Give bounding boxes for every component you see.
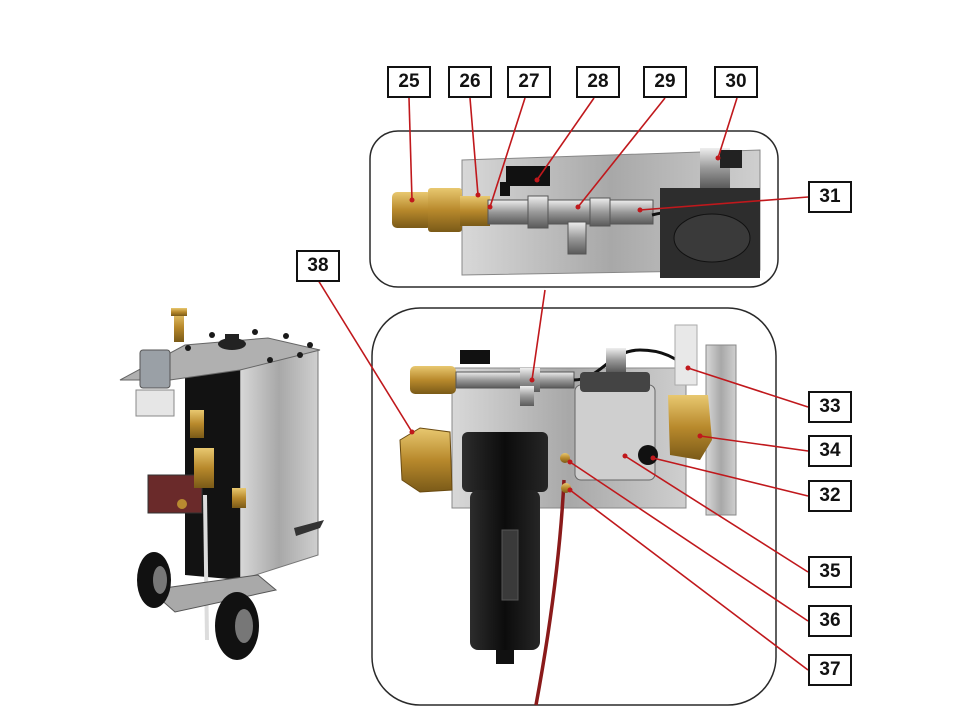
leader-connector (531, 289, 546, 381)
callout-37: 37 (808, 654, 852, 686)
callout-36: 36 (808, 605, 852, 637)
leader-31 (639, 196, 809, 211)
callout-32: 32 (808, 480, 852, 512)
callout-30: 30 (714, 66, 758, 98)
leader-28 (536, 97, 595, 181)
leader-35 (624, 455, 809, 573)
leader-37 (569, 489, 809, 671)
leader-29 (577, 97, 666, 208)
leader-34 (699, 435, 809, 452)
detail-inlet-valves (369, 130, 779, 288)
leader-tips (409, 155, 721, 493)
overview-unit (119, 308, 324, 660)
leader-33 (687, 367, 809, 408)
leader-lines (317, 97, 809, 671)
callout-34: 34 (808, 435, 852, 467)
detail-filter-assembly (371, 307, 777, 706)
callout-38: 38 (296, 250, 340, 282)
callout-35: 35 (808, 556, 852, 588)
callout-29: 29 (643, 66, 687, 98)
leader-38 (317, 279, 413, 433)
leader-32 (652, 457, 809, 497)
callout-26: 26 (448, 66, 492, 98)
callout-28: 28 (576, 66, 620, 98)
callout-33: 33 (808, 391, 852, 423)
leader-25 (408, 97, 413, 201)
leader-26 (469, 97, 479, 196)
leader-27 (489, 97, 526, 208)
leader-30 (717, 97, 738, 159)
callout-27: 27 (507, 66, 551, 98)
callout-31: 31 (808, 181, 852, 213)
leader-36 (569, 461, 809, 622)
callout-25: 25 (387, 66, 431, 98)
